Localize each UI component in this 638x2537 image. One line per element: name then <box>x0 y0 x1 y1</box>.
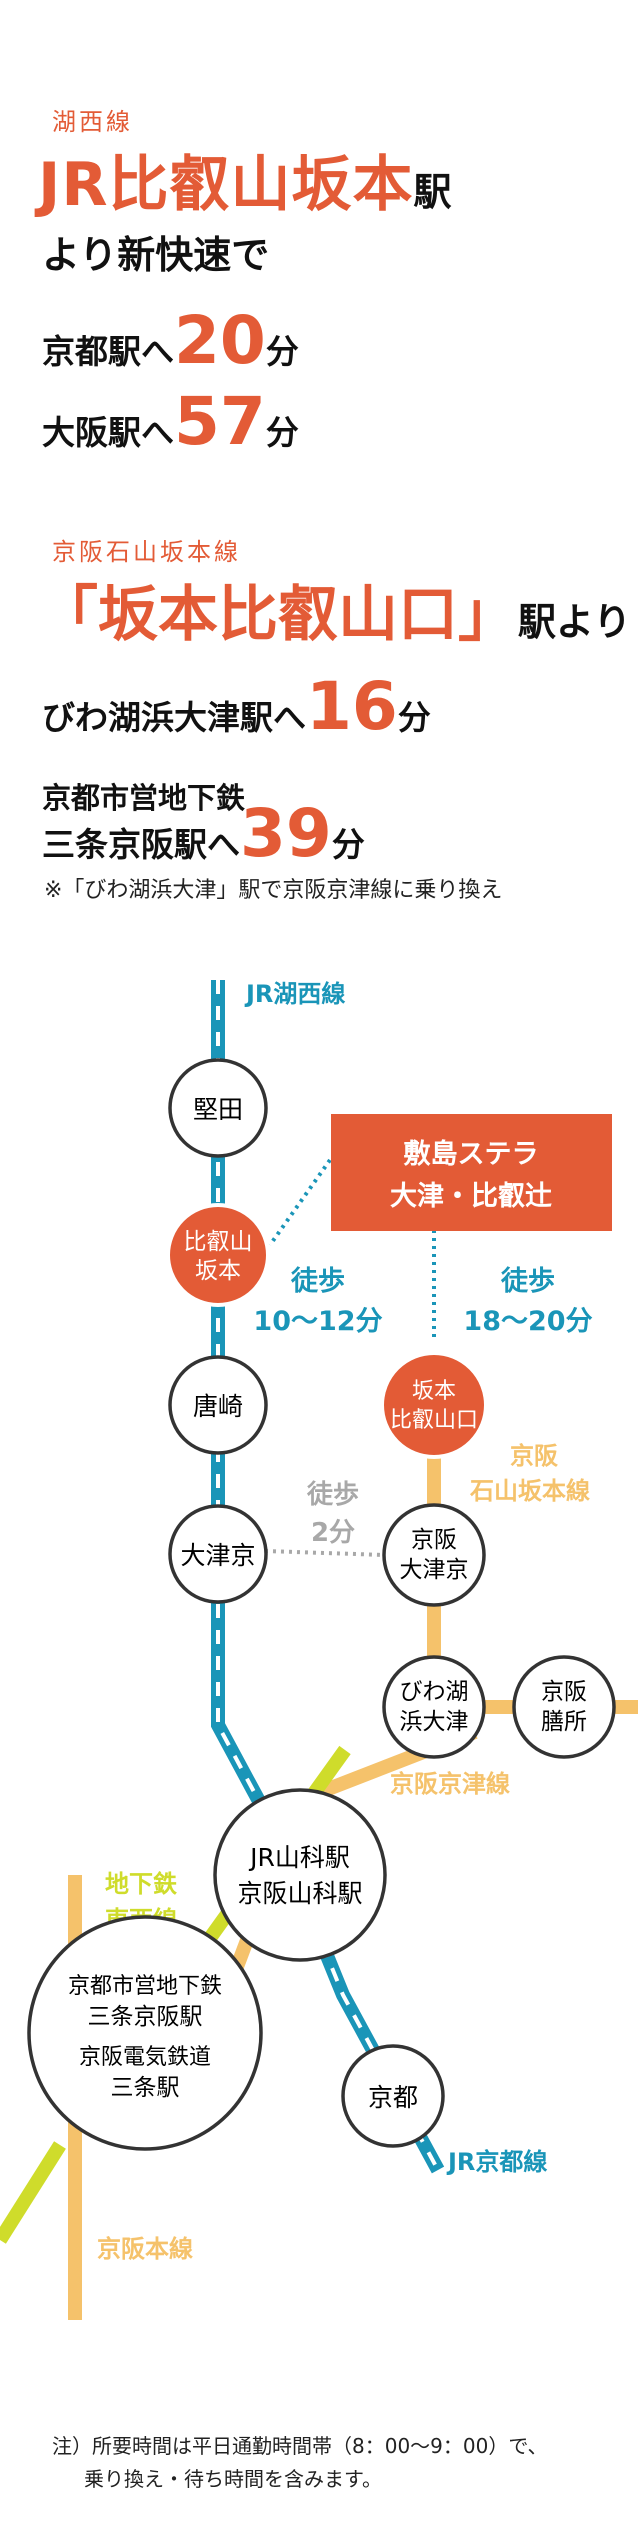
route-unit: 分 <box>397 698 431 737</box>
hotel-name-line2: 大津・比叡辻 <box>390 1181 552 1212</box>
svg-text:浜大津: 浜大津 <box>400 1709 469 1735</box>
route-sanjo: 三条京阪駅へ39分 <box>42 795 365 872</box>
station-kyoto: 京都 <box>341 2044 445 2148</box>
station-sanjo: 京都市営地下鉄 三条京阪駅 京阪電気鉄道 三条駅 <box>27 1915 263 2151</box>
route-kyoto: 京都駅へ20分 <box>42 302 299 379</box>
station-suffix: 駅より <box>518 600 632 644</box>
route-dest: びわ湖浜大津駅へ <box>42 698 306 737</box>
svg-text:膳所: 膳所 <box>541 1709 587 1735</box>
label-subway-1: 地下鉄 <box>105 1870 177 1898</box>
svg-text:京阪: 京阪 <box>541 1679 587 1705</box>
hotel-name-line1: 敷島ステラ <box>404 1138 539 1170</box>
route-dest: 三条京阪駅へ <box>42 825 240 864</box>
station-yamashina: JR山科駅 京阪山科駅 <box>213 1788 387 1962</box>
hotel-box <box>331 1114 612 1231</box>
route-minutes: 16 <box>306 668 398 745</box>
svg-text:三条京阪駅: 三条京阪駅 <box>88 2004 203 2030</box>
station-keihan-otsukyo: 京阪 大津京 <box>382 1503 486 1607</box>
station-title-sakamoto-hieizanguchi: 「坂本比叡山口」駅より <box>38 566 631 653</box>
label-keihan-ishiyama-1: 京阪 <box>510 1442 558 1470</box>
svg-text:京阪: 京阪 <box>411 1527 457 1553</box>
walk2-time: 18〜20分 <box>463 1306 592 1337</box>
station-katata: 堅田 <box>168 1058 268 1158</box>
station-name: JR比叡山坂本 <box>38 150 414 220</box>
lead-text: より新快速で <box>42 233 270 277</box>
label-keihan-ishiyama-2: 石山坂本線 <box>469 1477 590 1505</box>
route-unit: 分 <box>331 825 365 864</box>
route-osaka: 大阪駅へ57分 <box>42 383 299 460</box>
label-keihan-main: 京阪本線 <box>97 2235 193 2263</box>
svg-text:京都市営地下鉄: 京都市営地下鉄 <box>68 1974 222 1999</box>
walk3-label: 徒歩 <box>306 1480 359 1510</box>
svg-text:京阪電気鉄道: 京阪電気鉄道 <box>79 2045 211 2070</box>
line-label-kosei: 湖西線 <box>52 108 133 136</box>
svg-text:唐崎: 唐崎 <box>193 1392 243 1421</box>
subway-tozai-line-west <box>0 2141 66 2244</box>
svg-text:三条駅: 三条駅 <box>111 2075 180 2101</box>
route-map: 敷島ステラ 大津・比叡辻 JR湖西線 京阪 石山坂本線 京阪京津線 地下鉄 東西… <box>0 980 638 2320</box>
svg-text:坂本: 坂本 <box>195 1258 241 1284</box>
svg-text:JR山科駅: JR山科駅 <box>248 1843 350 1872</box>
svg-text:びわ湖: びわ湖 <box>400 1679 469 1705</box>
route-sanjo-line1: 京都市営地下鉄 <box>42 781 246 815</box>
walk-path-otsukyo <box>264 1549 386 1557</box>
svg-text:堅田: 堅田 <box>193 1095 243 1124</box>
station-keihan-zeze: 京阪 膳所 <box>512 1655 616 1759</box>
route-minutes: 20 <box>174 302 266 379</box>
svg-text:大津京: 大津京 <box>180 1541 255 1570</box>
svg-text:京阪山科駅: 京阪山科駅 <box>237 1879 362 1908</box>
label-jr-kosei: JR湖西線 <box>244 980 345 1008</box>
route-dest: 大阪駅へ <box>42 413 174 452</box>
station-title-jr-hieizan-sakamoto: JR比叡山坂本駅 <box>38 136 452 223</box>
walk3-time: 2分 <box>311 1518 355 1548</box>
svg-text:京都: 京都 <box>368 2083 418 2112</box>
route-dest: 京都駅へ <box>42 332 174 371</box>
label-keihan-keishin: 京阪京津線 <box>390 1770 510 1798</box>
station-otsukyo: 大津京 <box>168 1504 268 1604</box>
route-minutes: 57 <box>174 383 266 460</box>
walk-path-hieizan <box>268 1158 332 1247</box>
svg-text:比叡山口: 比叡山口 <box>390 1408 478 1433</box>
walk2-label: 徒歩 <box>500 1266 555 1297</box>
footnote-line2: 乗り換え・待ち時間を含みます。 <box>84 2467 382 2491</box>
svg-text:比叡山: 比叡山 <box>184 1229 253 1255</box>
route-hamaotsu: びわ湖浜大津駅へ16分 <box>42 668 431 745</box>
walk1-label: 徒歩 <box>290 1266 345 1297</box>
route-minutes: 39 <box>240 795 332 872</box>
station-hieizan-sakamoto: 比叡山 坂本 <box>166 1203 270 1307</box>
label-jr-kyoto: JR京都線 <box>446 2148 547 2176</box>
walk1-time: 10〜12分 <box>253 1306 382 1337</box>
svg-text:坂本: 坂本 <box>412 1379 456 1404</box>
svg-text:大津京: 大津京 <box>400 1557 469 1583</box>
line-label-ishiyama-sakamoto: 京阪石山坂本線 <box>52 538 241 566</box>
route-unit: 分 <box>265 413 299 452</box>
station-name: 「坂本比叡山口」 <box>38 580 518 650</box>
station-sakamoto-hieizanguchi: 坂本 比叡山口 <box>380 1351 488 1459</box>
route-unit: 分 <box>265 332 299 371</box>
station-karasaki: 唐崎 <box>168 1355 268 1455</box>
station-biwako-hamaotsu: びわ湖 浜大津 <box>382 1655 486 1759</box>
footnote-line1: 注）所要時間は平日通勤時間帯（8：00〜9：00）で、 <box>52 2434 548 2458</box>
station-suffix: 駅 <box>413 170 452 214</box>
transfer-note: ※「びわ湖浜大津」駅で京阪京津線に乗り換え <box>44 878 503 903</box>
